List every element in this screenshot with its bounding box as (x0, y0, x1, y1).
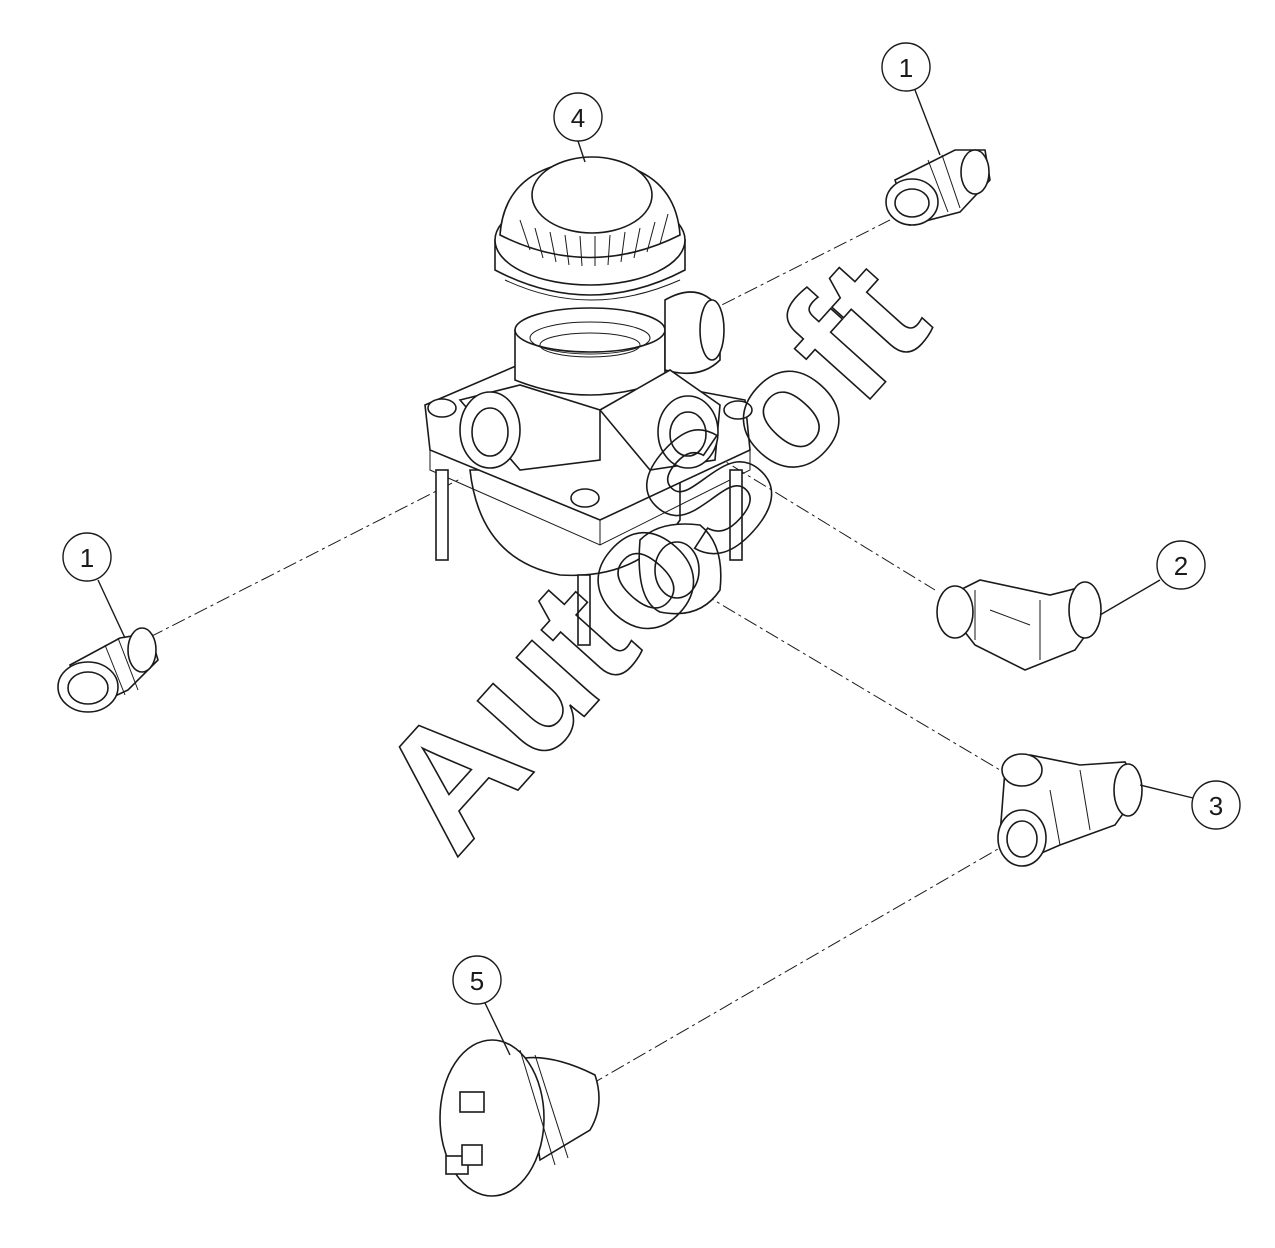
port-bottom (654, 541, 700, 599)
fitting-part-1-left (57, 627, 159, 713)
callout-3: 3 (1139, 780, 1241, 830)
bolt-head (427, 398, 457, 418)
leader-line (1099, 579, 1161, 616)
leader-line (97, 579, 126, 639)
stud (435, 469, 449, 561)
fitting-part-1-top (885, 149, 991, 226)
callout-label: 2 (1174, 551, 1188, 581)
elbow-fitting-part-2 (936, 579, 1102, 671)
stud (729, 469, 743, 561)
callout-1-left: 1 (62, 532, 126, 639)
callout-label: 1 (899, 53, 913, 83)
assembly-axis-lines (149, 219, 1011, 1086)
callout-2: 2 (1099, 540, 1206, 616)
callout-label: 3 (1209, 791, 1223, 821)
callout-label: 5 (470, 966, 484, 996)
bolt-head (723, 400, 753, 420)
axis-line-left-fitting (149, 477, 463, 638)
axis-line-tee (679, 579, 1001, 771)
callout-1-top: 1 (881, 42, 941, 156)
leader-line (914, 89, 941, 156)
axis-line-sensor (589, 841, 1011, 1086)
axis-line-elbow (689, 439, 936, 591)
stud (577, 574, 591, 646)
tee-fitting-part-3 (997, 753, 1143, 867)
pressure-sensor-part-5 (439, 1039, 600, 1197)
bolt-head (570, 488, 600, 508)
callout-5: 5 (452, 955, 511, 1056)
callout-label: 4 (571, 103, 585, 133)
leader-line (484, 1002, 511, 1056)
leader-line (1139, 784, 1194, 799)
leader-line (577, 140, 586, 163)
terminal (459, 1091, 485, 1113)
callout-4: 4 (553, 92, 603, 163)
axis-line-top-fitting (699, 219, 891, 317)
callout-label: 1 (80, 543, 94, 573)
exhaust-cap-part-4 (494, 156, 686, 301)
relay-valve-body (424, 156, 753, 646)
